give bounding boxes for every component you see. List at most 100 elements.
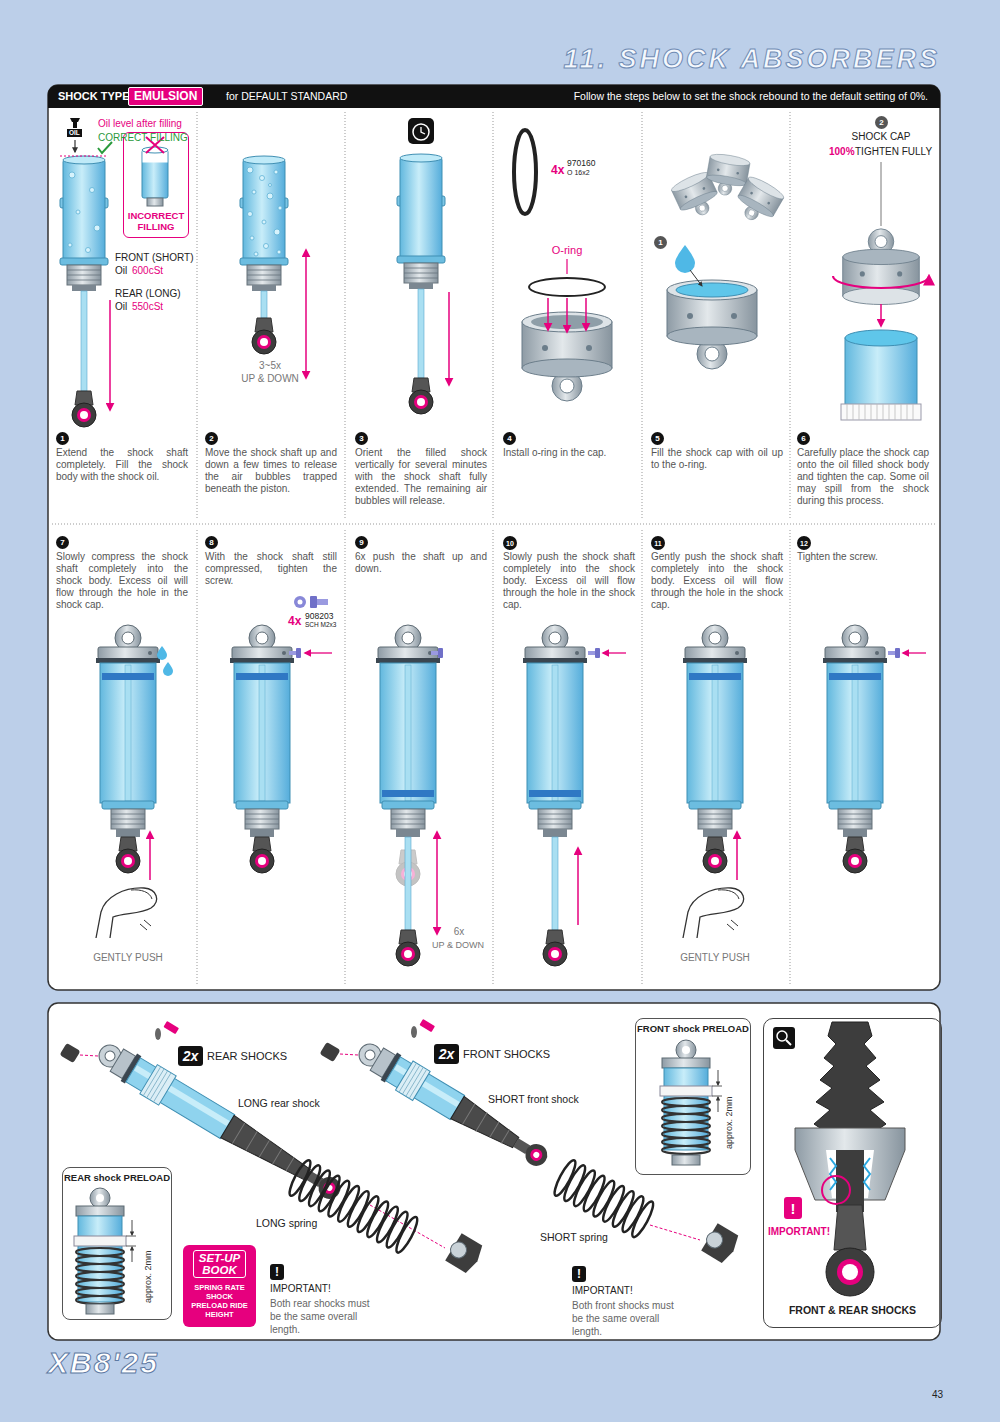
label-text: Orient the filled shock vertically for s… — [355, 447, 487, 507]
rear-preload-shock — [76, 1280, 124, 1288]
step12-shock — [843, 837, 867, 873]
step1-shock — [73, 121, 77, 128]
label-text: Tighten the screw. — [797, 551, 929, 563]
panels — [48, 1003, 940, 1340]
label-text: 908203 — [305, 611, 333, 621]
step-number: 10 — [503, 536, 517, 550]
step-number: 4 — [503, 432, 516, 445]
label-text: 100% — [829, 146, 855, 158]
step2-shock — [240, 156, 288, 291]
rear-preload-shock — [126, 1236, 136, 1246]
step2-shock — [252, 190, 256, 194]
step6-cap — [841, 404, 921, 420]
step-number: 12 — [797, 536, 811, 550]
rear-preload-shock — [76, 1296, 124, 1304]
label-text: Slowly push the shock shaft completely i… — [503, 551, 635, 611]
front-preload-shock — [662, 1106, 710, 1114]
rear-shock-assembly — [80, 1055, 98, 1056]
label-text: Oil — [115, 265, 127, 277]
front-shock-assembly — [419, 1019, 435, 1032]
label-text: CORRECT FILLING — [98, 132, 188, 144]
label-text: Oil level after filling — [98, 118, 182, 130]
rear-shock-assembly — [448, 1239, 470, 1261]
step12-shock — [888, 648, 900, 658]
label-text: Both front shocks must be the same overa… — [572, 1299, 684, 1338]
label-text: 4x — [551, 163, 564, 177]
rear-preload-shock — [74, 1236, 126, 1246]
front-preload-shock — [662, 1098, 710, 1154]
label-text: 6x push the shaft up and down. — [355, 551, 487, 575]
step2-shock — [260, 176, 265, 181]
panels — [48, 85, 940, 1340]
step1-shock — [90, 188, 95, 193]
step10-shock — [529, 790, 581, 797]
step4-oring — [547, 298, 549, 330]
box-text: 1 — [658, 239, 662, 247]
step1-shock — [76, 210, 80, 214]
front-shock-assembly — [650, 1225, 700, 1240]
step7-shock — [163, 662, 173, 676]
step6-cap — [845, 330, 917, 346]
box-text: SET-UP BOOK — [193, 1250, 246, 1278]
step2-shock — [305, 250, 307, 378]
step11-shock — [703, 837, 727, 873]
label-text: TIGHTEN FULLY — [855, 146, 932, 158]
step12-shock — [823, 625, 887, 837]
label-box: ! — [784, 1197, 802, 1219]
boot-detail — [826, 1248, 874, 1296]
step2-shock — [262, 220, 266, 224]
box-text: ! — [791, 1201, 796, 1216]
step8-shock — [250, 837, 274, 873]
step2-shock — [247, 167, 253, 173]
front-shock-assembly — [629, 1199, 657, 1239]
step-number: 11 — [651, 536, 665, 550]
step5-cap — [731, 174, 786, 229]
label-box: SET-UP BOOKSPRING RATE SHOCK PRELOAD RID… — [183, 1245, 256, 1327]
step8-shock — [289, 648, 301, 658]
rear-preload-shock — [76, 1248, 124, 1304]
step8-shock — [317, 599, 328, 605]
label-text: 550cSt — [132, 301, 163, 313]
panels — [48, 85, 940, 990]
step10-shock — [588, 648, 600, 658]
step6-cap — [880, 304, 882, 326]
label-text: SHORT front shock — [488, 1093, 579, 1106]
incorrect-fill-shock — [142, 150, 168, 198]
step-number: 5 — [651, 432, 664, 445]
step11-shock — [736, 832, 738, 880]
step10-shock — [543, 930, 567, 966]
front-shock-assembly — [320, 1042, 341, 1062]
step-number: 9 — [355, 536, 368, 549]
box-text: 8 — [209, 539, 213, 547]
step3-shock — [413, 124, 429, 140]
label-text: O 16x2 — [567, 169, 590, 177]
step3-shock — [408, 118, 434, 144]
step3-shock — [397, 154, 445, 289]
label-text: UP & DOWN — [428, 940, 488, 951]
step1-shock — [109, 300, 111, 410]
step1-shock — [68, 243, 72, 247]
front-preload-shock — [662, 1058, 710, 1068]
step2-shock — [261, 291, 267, 318]
label-text: 600cSt — [132, 265, 163, 277]
step2-shock — [248, 212, 253, 217]
rear-shock-assembly — [163, 1021, 179, 1034]
label-text: FRONT (SHORT) — [115, 252, 194, 264]
label-box: 2x — [434, 1044, 459, 1064]
front-preload-shock — [662, 1146, 710, 1154]
front-shock-assembly — [551, 1158, 656, 1239]
step7-shock — [96, 888, 157, 938]
step1-shock — [68, 172, 100, 253]
step8-shock — [236, 673, 288, 680]
step3-shock — [448, 292, 450, 385]
label-text: REAR (LONG) — [115, 288, 181, 300]
boot-detail — [834, 1205, 866, 1250]
front-preload-shock — [712, 1086, 722, 1096]
box-text: 5 — [655, 435, 659, 443]
step11-shock — [683, 888, 744, 938]
step11-shock — [689, 673, 741, 680]
rear-preload-shock — [76, 1206, 124, 1216]
step-number: ! — [572, 1266, 586, 1282]
step2-shock — [277, 250, 281, 254]
